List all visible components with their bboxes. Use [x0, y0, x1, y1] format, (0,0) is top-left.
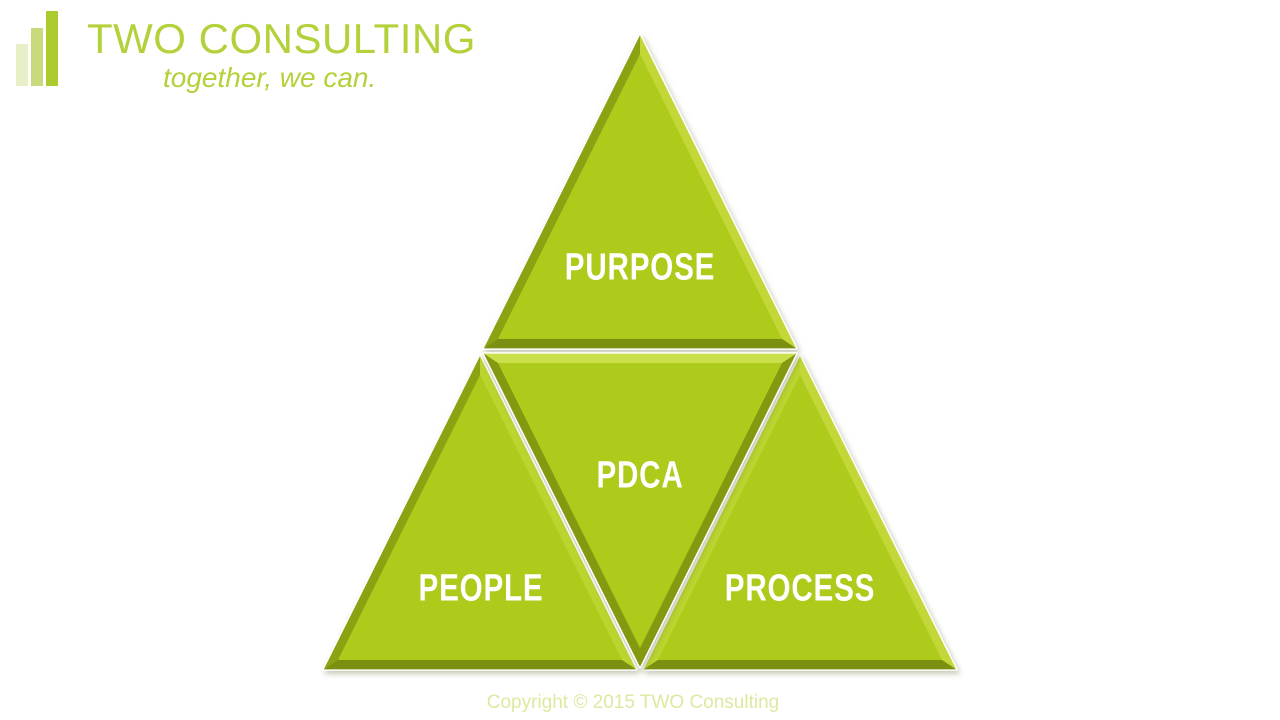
logo-bar-large	[46, 11, 58, 86]
segment-pdca	[482, 352, 798, 669]
segment-purpose	[482, 33, 798, 350]
segment-label-pdca: PDCA	[596, 454, 684, 497]
bar-chart-icon	[16, 11, 60, 86]
segment-label-people: PEOPLE	[418, 567, 544, 610]
segment-people	[322, 354, 638, 671]
logo-title: TWO CONSULTING	[87, 15, 476, 62]
copyright-text: Copyright © 2015 TWO Consulting	[486, 692, 780, 713]
segment-label-process: PROCESS	[724, 567, 876, 610]
segment-label-purpose: PURPOSE	[564, 246, 716, 289]
logo: TWO CONSULTING together, we can.	[0, 0, 480, 110]
segment-process	[642, 354, 958, 671]
logo-tagline: together, we can.	[163, 62, 377, 93]
logo-bar-medium	[31, 28, 43, 86]
logo-bar-small	[16, 44, 28, 86]
